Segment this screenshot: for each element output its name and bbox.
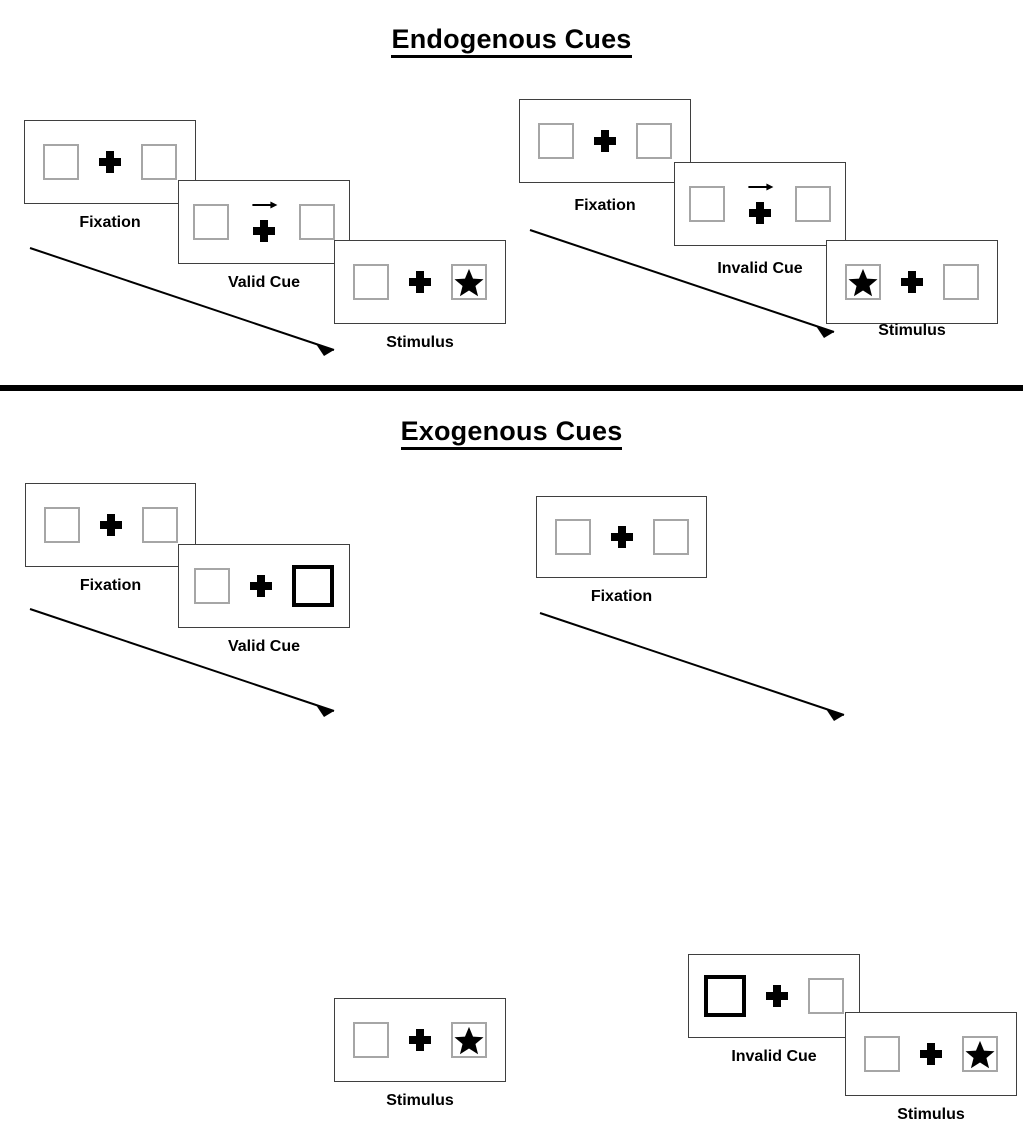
section-divider xyxy=(0,385,1023,391)
right-arrow-cue-icon xyxy=(748,183,774,191)
placeholder-box-right xyxy=(636,123,672,159)
placeholder-box-right xyxy=(652,519,689,555)
placeholder-box-right xyxy=(141,144,177,180)
target-box-left xyxy=(845,264,881,300)
timeline-arrow-icon xyxy=(539,612,845,721)
timeline-arrow-icon xyxy=(29,247,335,356)
thick-box-flash-cue-icon xyxy=(292,565,334,607)
placeholder-box-right xyxy=(141,507,178,543)
target-box-right xyxy=(962,1036,998,1072)
frame-stimulus xyxy=(334,998,506,1082)
plus-cross-icon xyxy=(749,202,771,224)
frame-stimulus xyxy=(845,1012,1017,1096)
cue-center-stack xyxy=(249,201,279,242)
caption-stimulus: Stimulus xyxy=(878,322,946,339)
caption-fixation: Fixation xyxy=(574,197,636,214)
frame-cue xyxy=(178,544,350,628)
frame-cue xyxy=(674,162,846,246)
star-icon xyxy=(848,268,878,296)
frame-stimulus xyxy=(334,240,506,324)
placeholder-box-left xyxy=(194,568,230,604)
cue-center-stack xyxy=(745,183,775,224)
placeholder-box-right xyxy=(299,204,335,240)
section-endogenous-cues: Endogenous Cues Fixation xyxy=(0,0,1023,388)
timeline-arrow-icon xyxy=(529,229,835,338)
placeholder-box-right xyxy=(808,978,844,1014)
placeholder-box-left xyxy=(689,186,725,222)
plus-cross-icon xyxy=(99,151,121,173)
plus-cross-icon xyxy=(901,271,923,293)
placeholder-box-left xyxy=(554,519,591,555)
plus-cross-icon xyxy=(409,271,431,293)
frame-fixation xyxy=(519,99,691,183)
thick-box-flash-cue-icon xyxy=(704,975,746,1017)
caption-cue: Invalid Cue xyxy=(731,1048,817,1065)
frame-fixation xyxy=(25,483,196,567)
caption-fixation: Fixation xyxy=(590,588,653,605)
placeholder-box-left xyxy=(353,1022,389,1058)
frame-cue xyxy=(178,180,350,264)
caption-fixation: Fixation xyxy=(79,214,141,231)
target-box-right xyxy=(451,264,487,300)
target-box-right xyxy=(451,1022,487,1058)
timeline-arrow-icon xyxy=(29,608,335,717)
caption-cue: Valid Cue xyxy=(227,274,301,291)
placeholder-box-left xyxy=(538,123,574,159)
placeholder-box-left xyxy=(43,507,80,543)
right-arrow-cue-icon xyxy=(252,201,278,209)
plus-cross-icon xyxy=(594,130,616,152)
placeholder-box-right xyxy=(943,264,979,300)
placeholder-box-left xyxy=(193,204,229,240)
section-exogenous-cues: Exogenous Cues Fixation Valid Cue xyxy=(0,394,1023,1123)
star-icon xyxy=(454,268,484,296)
caption-stimulus: Stimulus xyxy=(897,1106,965,1123)
placeholder-box-left xyxy=(43,144,79,180)
star-icon xyxy=(454,1026,484,1054)
caption-stimulus: Stimulus xyxy=(386,1092,454,1109)
plus-cross-icon xyxy=(99,514,122,536)
plus-cross-icon xyxy=(409,1029,431,1051)
caption-stimulus: Stimulus xyxy=(386,334,454,351)
star-icon xyxy=(965,1040,995,1068)
plus-cross-icon xyxy=(250,575,272,597)
caption-fixation: Fixation xyxy=(79,577,142,594)
plus-cross-icon xyxy=(610,526,633,548)
frame-fixation xyxy=(24,120,196,204)
placeholder-box-left xyxy=(353,264,389,300)
caption-cue: Invalid Cue xyxy=(717,260,803,277)
title-endogenous-cues: Endogenous Cues xyxy=(0,24,1023,58)
frame-cue xyxy=(688,954,860,1038)
plus-cross-icon xyxy=(920,1043,942,1065)
placeholder-box-left xyxy=(864,1036,900,1072)
plus-cross-icon xyxy=(766,985,788,1007)
placeholder-box-right xyxy=(795,186,831,222)
plus-cross-icon xyxy=(253,220,275,242)
title-exogenous-cues: Exogenous Cues xyxy=(0,416,1023,450)
caption-cue: Valid Cue xyxy=(227,638,301,655)
frame-stimulus xyxy=(826,240,998,324)
frame-fixation xyxy=(536,496,707,578)
